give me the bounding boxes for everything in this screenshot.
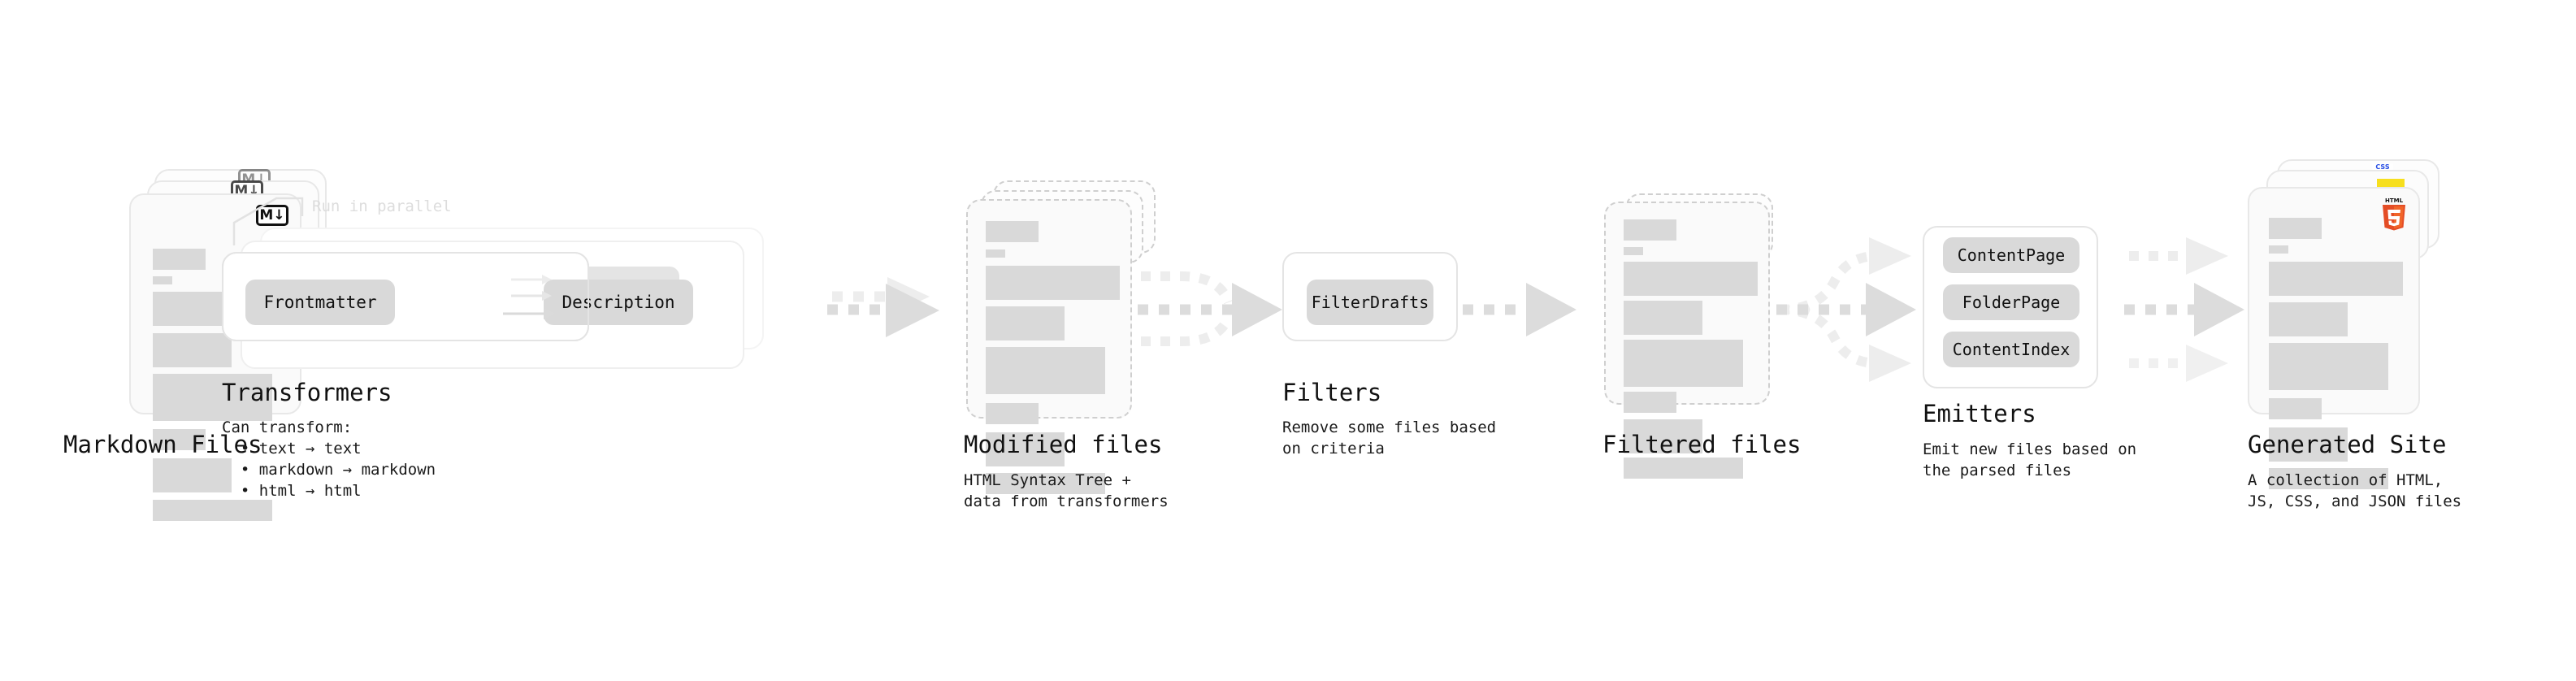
emitter-chip-contentindex[interactable]: ContentIndex bbox=[1943, 332, 2079, 367]
stage-title-emitters: Emitters bbox=[1923, 400, 2036, 427]
doc-bar bbox=[1624, 458, 1743, 479]
parallel-label: Run in parallel bbox=[312, 197, 452, 215]
doc-bar bbox=[153, 458, 232, 492]
arrow-transformers-to-modified bbox=[827, 277, 939, 337]
doc-bar bbox=[2269, 218, 2322, 239]
stage-title-markdown-files: Markdown Files bbox=[63, 431, 262, 458]
doc-bar bbox=[2269, 427, 2348, 462]
doc-bar bbox=[1624, 247, 1643, 255]
doc-bar bbox=[986, 432, 1065, 466]
transformer-inner-arrows bbox=[503, 275, 555, 319]
stage-title-transformers: Transformers bbox=[222, 379, 392, 406]
doc-bar bbox=[1624, 301, 1702, 335]
doc-bar bbox=[986, 347, 1105, 394]
doc-bar bbox=[2269, 302, 2348, 336]
doc-bar bbox=[986, 473, 1105, 494]
filtered-files-document-card bbox=[1604, 202, 1770, 479]
doc-bar bbox=[1624, 262, 1758, 296]
arrow-filters-to-filtered bbox=[1463, 283, 1576, 336]
svg-text:HTML: HTML bbox=[2385, 197, 2404, 204]
doc-bar bbox=[153, 500, 272, 521]
transformer-chip-frontmatter[interactable]: Frontmatter bbox=[245, 280, 395, 325]
stage-subtitle-transformers: Can transform: • text → text • markdown … bbox=[222, 419, 436, 500]
stage-subtitle-modified-files: HTML Syntax Tree + data from transformer… bbox=[964, 471, 1169, 510]
doc-bar bbox=[1624, 419, 1702, 453]
filter-chip-filterdrafts[interactable]: FilterDrafts bbox=[1307, 280, 1433, 325]
doc-bar bbox=[153, 333, 232, 367]
arrow-emitters-to-site bbox=[2124, 237, 2244, 382]
stage-title-generated-site: Generated Site bbox=[2248, 431, 2447, 458]
doc-bar bbox=[153, 374, 272, 421]
html5-logo-icon: HTML bbox=[2383, 197, 2405, 231]
stage-title-modified-files: Modified files bbox=[964, 431, 1163, 458]
parallel-bracket-icon bbox=[232, 197, 304, 245]
doc-bar bbox=[2269, 262, 2403, 296]
generated-site-document-card: HTML bbox=[2248, 187, 2420, 489]
transformer-chip-description[interactable]: Description bbox=[544, 280, 693, 325]
doc-bar bbox=[1624, 219, 1676, 241]
doc-bar bbox=[986, 306, 1065, 340]
arrow-modified-to-filters bbox=[1138, 271, 1282, 346]
doc-bar bbox=[986, 249, 1005, 258]
doc-bar bbox=[986, 266, 1120, 300]
stage-subtitle-emitters: Emit new files based on the parsed files bbox=[1923, 440, 2137, 479]
transformers-outer-box bbox=[222, 252, 589, 341]
stage-title-filtered-files: Filtered files bbox=[1602, 431, 1802, 458]
stage-subtitle-filters: Remove some files based on criteria bbox=[1282, 419, 1497, 458]
doc-bar bbox=[153, 429, 206, 450]
stage-subtitle-generated-site: A collection of HTML, JS, CSS, and JSON … bbox=[2248, 471, 2462, 510]
doc-bar bbox=[153, 249, 206, 270]
doc-bar bbox=[2269, 468, 2388, 489]
markdown-logo-icon: M↓ bbox=[256, 205, 288, 226]
doc-bar bbox=[153, 276, 172, 284]
emitter-chip-folderpage[interactable]: FolderPage bbox=[1943, 284, 2079, 320]
doc-bar bbox=[1624, 340, 1743, 387]
emitter-chip-contentpage[interactable]: ContentPage bbox=[1943, 237, 2079, 273]
modified-files-document-card bbox=[966, 199, 1132, 494]
doc-bar bbox=[2269, 343, 2388, 390]
doc-bar bbox=[2269, 245, 2288, 254]
doc-bar bbox=[1624, 392, 1676, 413]
doc-bar bbox=[2269, 398, 2322, 419]
arrow-filtered-to-emitters bbox=[1776, 237, 1916, 382]
doc-bar bbox=[986, 221, 1039, 242]
doc-bar bbox=[986, 403, 1039, 424]
stage-title-filters: Filters bbox=[1282, 379, 1382, 406]
